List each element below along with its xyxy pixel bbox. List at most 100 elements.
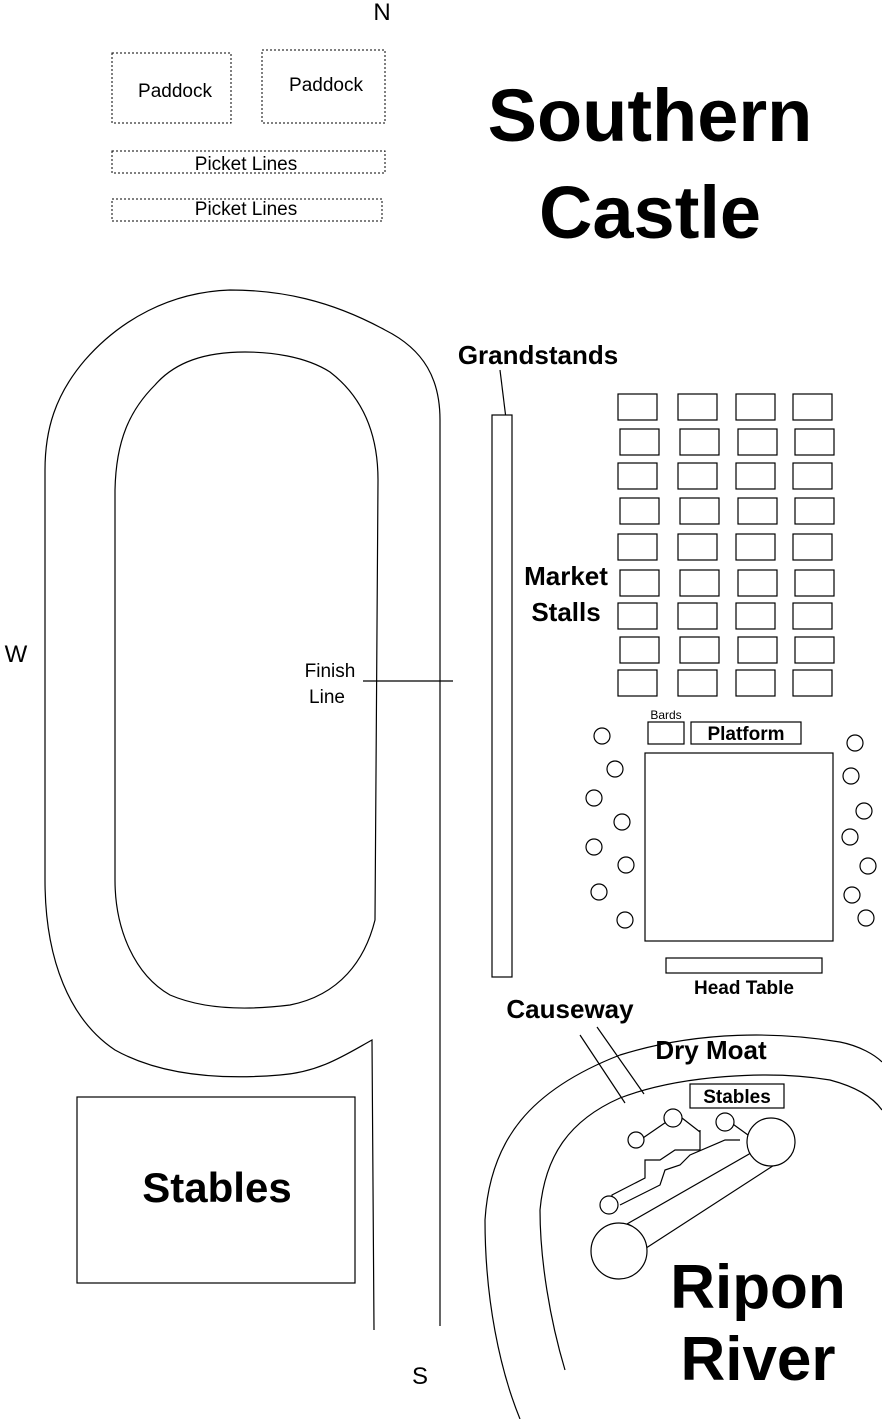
castle-tower-small bbox=[715, 1112, 735, 1132]
paddock-2-label: Paddock bbox=[289, 75, 363, 96]
round-table bbox=[855, 802, 873, 820]
market-stall bbox=[619, 569, 660, 597]
feast-hall-floor bbox=[644, 752, 834, 942]
market-stall bbox=[792, 462, 833, 490]
picket-lines-1 bbox=[111, 150, 386, 174]
market-stall bbox=[677, 669, 718, 697]
market-stall bbox=[735, 462, 776, 490]
market-stall bbox=[679, 428, 720, 456]
castle-tower-small bbox=[663, 1108, 683, 1128]
market-stall bbox=[735, 669, 776, 697]
round-tables bbox=[585, 727, 877, 929]
picket-lines-2-label: Picket Lines bbox=[195, 199, 297, 220]
market-stall bbox=[792, 669, 833, 697]
market-stall bbox=[679, 569, 720, 597]
round-table bbox=[606, 760, 624, 778]
round-table bbox=[590, 883, 608, 901]
dry-moat-label: Dry Moat bbox=[655, 1035, 767, 1065]
round-table bbox=[593, 727, 611, 745]
market-stalls-label-2: Stalls bbox=[531, 597, 600, 627]
market-stall bbox=[735, 602, 776, 630]
main-stables bbox=[76, 1096, 356, 1284]
paddock-2 bbox=[261, 49, 386, 124]
bards-area bbox=[647, 721, 685, 745]
round-table bbox=[617, 856, 635, 874]
market-stall bbox=[677, 533, 718, 561]
market-stall bbox=[735, 393, 776, 421]
map-title-line2: Castle bbox=[539, 171, 761, 254]
round-table bbox=[842, 767, 860, 785]
round-table bbox=[859, 857, 877, 875]
market-stall bbox=[617, 533, 658, 561]
market-stalls-label-1: Market bbox=[524, 561, 608, 591]
castle-tower-small bbox=[627, 1131, 645, 1149]
market-stall bbox=[737, 428, 778, 456]
market-stall bbox=[617, 669, 658, 697]
platform bbox=[690, 721, 802, 745]
bards-label: Bards bbox=[650, 708, 681, 722]
market-stall bbox=[679, 636, 720, 664]
castle-island-edge bbox=[539, 1074, 882, 1371]
compass-west: W bbox=[5, 641, 28, 668]
dry-moat-outer-bank bbox=[484, 1034, 882, 1419]
compass-north: N bbox=[373, 0, 390, 26]
compass-south: S bbox=[412, 1363, 428, 1390]
round-table bbox=[585, 838, 603, 856]
finish-line-label-2: Line bbox=[309, 687, 345, 708]
round-table bbox=[843, 886, 861, 904]
market-stall-grid bbox=[617, 393, 835, 697]
market-stall bbox=[619, 636, 660, 664]
market-stall bbox=[792, 602, 833, 630]
causeway-edge-1 bbox=[579, 1034, 626, 1104]
river-label-1: Ripon bbox=[670, 1253, 846, 1322]
platform-label: Platform bbox=[707, 724, 784, 745]
paddock-1-label: Paddock bbox=[138, 81, 212, 102]
market-stall bbox=[737, 636, 778, 664]
market-stall bbox=[794, 428, 835, 456]
round-table bbox=[841, 828, 859, 846]
market-stall bbox=[794, 636, 835, 664]
castle bbox=[590, 1108, 796, 1280]
grandstands-label: Grandstands bbox=[458, 340, 618, 370]
market-stall bbox=[735, 533, 776, 561]
causeway-edge-2 bbox=[596, 1026, 645, 1095]
market-stall bbox=[679, 497, 720, 525]
head-table bbox=[665, 957, 823, 974]
round-table bbox=[585, 789, 603, 807]
market-stall bbox=[617, 393, 658, 421]
castle-tower-large-ne bbox=[746, 1117, 796, 1167]
market-stall bbox=[794, 497, 835, 525]
round-table bbox=[857, 909, 875, 927]
market-stall bbox=[619, 428, 660, 456]
market-stall bbox=[792, 393, 833, 421]
picket-lines-2 bbox=[111, 198, 383, 222]
race-track-inner bbox=[114, 351, 379, 1009]
map-title-line1: Southern bbox=[488, 74, 813, 157]
market-stall bbox=[794, 569, 835, 597]
round-table bbox=[846, 734, 864, 752]
market-stall bbox=[619, 497, 660, 525]
paddock-1 bbox=[111, 52, 232, 124]
picket-lines-1-label: Picket Lines bbox=[195, 154, 297, 175]
market-stall bbox=[617, 602, 658, 630]
head-table-label: Head Table bbox=[694, 978, 794, 999]
castle-stables bbox=[689, 1083, 785, 1109]
market-stall bbox=[677, 602, 718, 630]
market-stall bbox=[737, 569, 778, 597]
round-table bbox=[616, 911, 634, 929]
grandstands bbox=[491, 414, 513, 978]
causeway-label: Causeway bbox=[506, 994, 634, 1024]
river-label-2: River bbox=[680, 1325, 835, 1394]
market-stall bbox=[677, 393, 718, 421]
round-table bbox=[613, 813, 631, 831]
market-stall bbox=[677, 462, 718, 490]
castle-stables-label: Stables bbox=[703, 1087, 771, 1108]
market-stall bbox=[792, 533, 833, 561]
main-stables-label: Stables bbox=[142, 1164, 291, 1211]
race-track-outer bbox=[44, 289, 441, 1331]
market-stall bbox=[737, 497, 778, 525]
finish-line-label-1: Finish bbox=[305, 661, 356, 682]
castle-tower-large-sw bbox=[590, 1222, 648, 1280]
castle-tower-small bbox=[599, 1195, 619, 1215]
